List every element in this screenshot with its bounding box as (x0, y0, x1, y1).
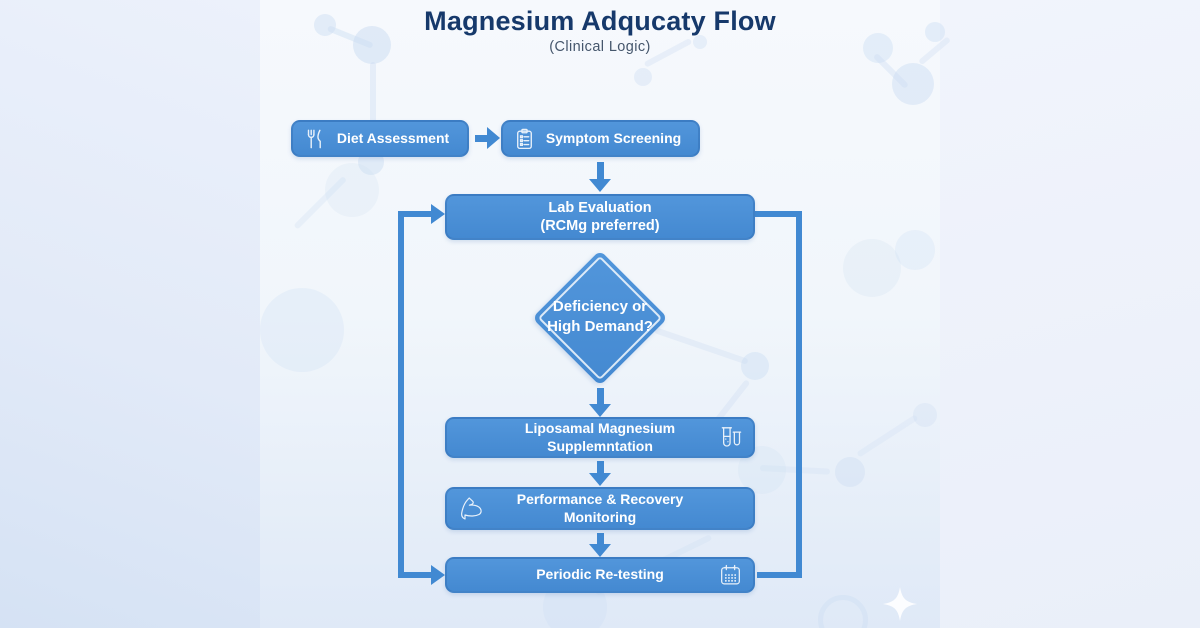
loop-right-top-line (755, 211, 802, 217)
node-label: Diet Assessment (336, 129, 450, 146)
arrow-monitor-to-retest (589, 533, 611, 557)
arrow-supplement-to-monitor (589, 461, 611, 486)
loop-arrowhead-to-retest (431, 565, 445, 585)
molecule-node (353, 26, 391, 64)
arrow-diet-to-symptom (475, 127, 500, 149)
molecule-bond (856, 414, 919, 458)
clipboard-checklist-icon (512, 126, 537, 151)
node-diet-assessment: Diet Assessment (291, 120, 469, 157)
molecule-ring (818, 595, 868, 628)
molecule-node (895, 230, 935, 270)
molecule-node (863, 33, 893, 63)
molecule-node (325, 163, 379, 217)
header: Magnesium Adqucaty Flow (Clinical Logic) (260, 6, 940, 55)
test-tubes-icon (714, 423, 744, 453)
molecule-node (634, 68, 652, 86)
arrow-symptom-to-lab (589, 162, 611, 192)
molecule-node (913, 403, 937, 427)
node-label: Symptom Screening (545, 129, 682, 146)
loop-arrowhead-to-lab (431, 204, 445, 224)
loop-left-vertical-line (398, 211, 404, 578)
node-performance-monitoring: Performance & Recovery Monitoring (445, 487, 755, 530)
page-subtitle: (Clinical Logic) (549, 39, 651, 55)
node-symptom-screening: Symptom Screening (501, 120, 700, 157)
node-label: Performance & Recovery Monitoring (516, 491, 684, 525)
loop-left-top-line (398, 211, 432, 217)
node-label: Liposamal Magnesium Supplemntation (524, 420, 676, 454)
calendar-icon (717, 562, 744, 589)
node-label: Lab Evaluation (RCMg preferred) (540, 199, 660, 234)
right-margin-background (940, 0, 1200, 628)
node-periodic-retesting: Periodic Re-testing (445, 557, 755, 593)
molecule-node (892, 63, 934, 105)
molecule-node (843, 239, 901, 297)
loop-left-bottom-line (398, 572, 432, 578)
loop-right-vertical-line (796, 211, 802, 578)
page-title: Magnesium Adqucaty Flow (424, 6, 776, 36)
node-liposomal-supplementation: Liposamal Magnesium Supplemntation (445, 417, 755, 458)
molecule-node (260, 288, 344, 372)
flexed-arm-icon (456, 493, 488, 525)
sparkle-icon (883, 587, 917, 621)
molecule-node (741, 352, 769, 380)
fork-knife-icon (302, 126, 328, 152)
node-lab-evaluation: Lab Evaluation (RCMg preferred) (445, 194, 755, 240)
molecule-node (693, 35, 707, 49)
node-label: Periodic Re-testing (536, 566, 664, 583)
left-margin-background (0, 0, 260, 628)
decision-label: Deficiency or High Demand? (547, 298, 653, 336)
molecule-node (925, 22, 945, 42)
molecule-bond (370, 62, 376, 152)
arrow-decision-to-supplement (589, 388, 611, 417)
molecule-node (314, 14, 336, 36)
molecule-node (835, 457, 865, 487)
loop-right-bottom-line (757, 572, 802, 578)
